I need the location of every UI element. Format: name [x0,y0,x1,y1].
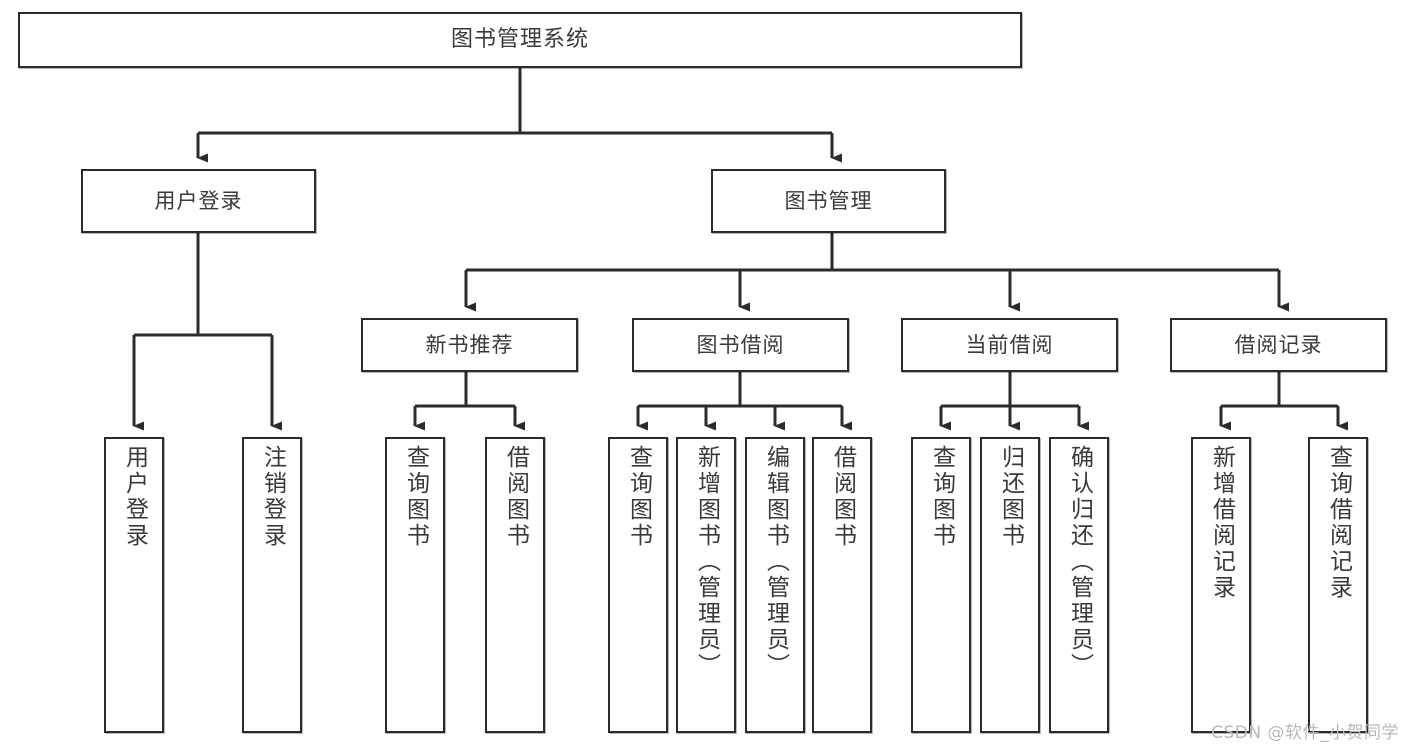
leaf-borrow-edit-book[interactable]: 编辑图书（管理员） [745,437,805,733]
node-label: 查询图书 [928,445,955,549]
node-label: 新增图书（管理员） [693,445,720,679]
leaf-recommend-query-book[interactable]: 查询图书 [385,437,445,733]
node-label: 查询借阅记录 [1325,445,1352,601]
node-new-book-recommend[interactable]: 新书推荐 [361,318,578,372]
node-label: 查询图书 [402,445,429,549]
node-label: 编辑图书（管理员） [762,445,789,679]
leaf-borrow-borrow-book[interactable]: 借阅图书 [812,437,872,733]
node-label: 新书推荐 [425,332,514,357]
leaf-borrow-add-book[interactable]: 新增图书（管理员） [676,437,736,733]
leaf-record-add-record[interactable]: 新增借阅记录 [1191,437,1251,733]
node-borrow-record[interactable]: 借阅记录 [1170,318,1387,372]
node-label: 用户登录 [154,188,243,213]
node-label: 当前借阅 [965,332,1054,357]
node-label: 确认归还（管理员） [1066,445,1093,679]
leaf-current-confirm-return[interactable]: 确认归还（管理员） [1049,437,1109,733]
leaf-borrow-query-book[interactable]: 查询图书 [608,437,668,733]
leaf-user-login-signin[interactable]: 用户登录 [104,437,164,733]
node-label: 新增借阅记录 [1208,445,1235,601]
node-label: 图书管理 [784,188,873,213]
node-book-management[interactable]: 图书管理 [711,169,946,233]
node-label: 注销登录 [259,445,286,549]
node-label: 查询图书 [625,445,652,549]
node-label: 图书借阅 [696,332,785,357]
watermark-text: CSDN @软件_小贺同学 [1211,723,1399,743]
node-current-borrow[interactable]: 当前借阅 [901,318,1118,372]
node-label: 图书管理系统 [450,27,589,53]
leaf-user-login-signout[interactable]: 注销登录 [242,437,302,733]
node-label: 用户登录 [121,445,148,549]
leaf-current-query-book[interactable]: 查询图书 [911,437,971,733]
leaf-recommend-borrow-book[interactable]: 借阅图书 [485,437,545,733]
node-user-login[interactable]: 用户登录 [81,169,316,233]
node-book-borrow[interactable]: 图书借阅 [632,318,849,372]
node-label: 归还图书 [997,445,1024,549]
leaf-current-return-book[interactable]: 归还图书 [980,437,1040,733]
node-label: 借阅图书 [829,445,856,549]
node-root-system[interactable]: 图书管理系统 [18,12,1022,68]
node-label: 借阅记录 [1234,332,1323,357]
node-label: 借阅图书 [502,445,529,549]
leaf-record-query-record[interactable]: 查询借阅记录 [1308,437,1368,733]
